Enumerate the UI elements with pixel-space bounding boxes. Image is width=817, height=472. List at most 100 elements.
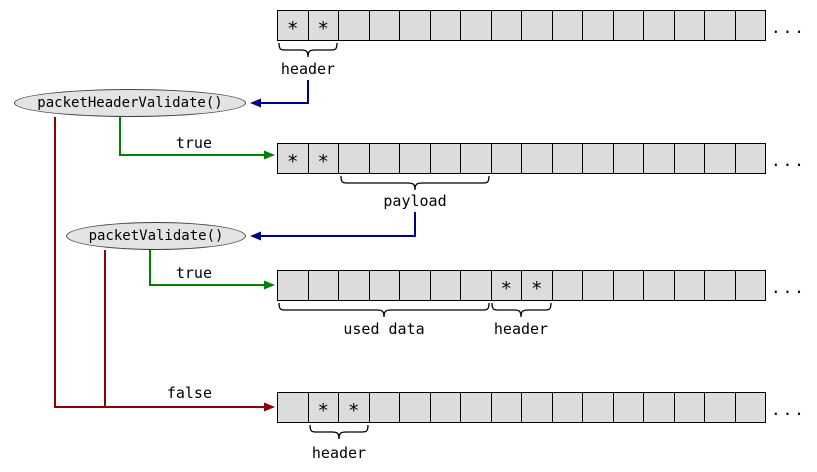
label-true-2: true (175, 264, 212, 282)
byte-cell (490, 392, 522, 423)
byte-cell (429, 392, 461, 423)
byte-cell (429, 143, 461, 174)
byte-cell (368, 143, 400, 174)
edge-false-to-array4 (54, 117, 275, 412)
node-label: packetValidate() (88, 228, 224, 244)
arrowhead-right-icon (264, 150, 275, 160)
brace-used-data-array3 (278, 302, 490, 318)
byte-cell (429, 270, 461, 301)
node-packetHeaderValidate: packetHeaderValidate() (14, 89, 246, 117)
byte-cell (460, 10, 492, 41)
node-packetValidate: packetValidate() (66, 222, 246, 250)
byte-cell (490, 10, 522, 41)
byte-cell (551, 270, 583, 301)
byte-cell (612, 10, 644, 41)
byte-cell: * (490, 270, 522, 301)
byte-cell (490, 143, 522, 174)
label-used-data: used data (343, 320, 425, 338)
label-true-1: true (175, 134, 212, 152)
byte-array-1: ** (277, 10, 766, 41)
edge-payload-to-packetValidate (250, 212, 416, 241)
byte-cell (673, 270, 705, 301)
byte-cell: * (521, 270, 553, 301)
brace-header-array1 (278, 42, 338, 58)
byte-cell (429, 10, 461, 41)
byte-cell (734, 270, 766, 301)
edge-header1-to-packetHeaderValidate (250, 80, 309, 108)
byte-cell (521, 392, 553, 423)
byte-array-2: ** (277, 143, 766, 174)
label-header-array4: header (311, 444, 367, 462)
byte-cell (643, 143, 675, 174)
byte-cell (704, 392, 736, 423)
byte-cell: * (307, 10, 339, 41)
byte-cell (734, 10, 766, 41)
byte-cell (521, 143, 553, 174)
arrowhead-right-icon (264, 402, 275, 412)
byte-cell (521, 10, 553, 41)
label-header-array3: header (493, 320, 549, 338)
ellipsis: ... (771, 400, 806, 419)
edge-line (261, 80, 309, 104)
byte-cell (582, 270, 614, 301)
ellipsis: ... (771, 151, 806, 170)
byte-cell (338, 10, 370, 41)
ellipsis: ... (771, 18, 806, 37)
byte-cell (338, 143, 370, 174)
node-label: packetHeaderValidate() (37, 95, 223, 111)
edge-line (54, 117, 264, 408)
byte-cell (673, 392, 705, 423)
byte-cell: * (307, 143, 339, 174)
byte-cell: * (277, 10, 309, 41)
byte-cell (368, 270, 400, 301)
edge-line (261, 212, 416, 237)
arrowhead-left-icon (250, 98, 261, 108)
ellipsis: ... (771, 278, 806, 297)
byte-cell (612, 143, 644, 174)
byte-cell: * (307, 392, 339, 423)
byte-cell (368, 10, 400, 41)
byte-cell (399, 270, 431, 301)
byte-cell (460, 143, 492, 174)
edge-packetValidate-true-to-array3 (149, 250, 275, 290)
byte-cell (551, 392, 583, 423)
byte-cell (368, 392, 400, 423)
byte-cell (704, 10, 736, 41)
byte-cell (673, 10, 705, 41)
byte-cell (582, 143, 614, 174)
byte-cell (704, 143, 736, 174)
byte-cell (673, 143, 705, 174)
byte-cell (704, 270, 736, 301)
byte-cell (643, 270, 675, 301)
brace-header-array3 (491, 302, 552, 318)
byte-cell: * (277, 143, 309, 174)
byte-cell (277, 270, 309, 301)
byte-cell (307, 270, 339, 301)
brace-header-array4 (309, 424, 369, 440)
byte-cell (460, 392, 492, 423)
arrowhead-right-icon (264, 280, 275, 290)
byte-cell (612, 270, 644, 301)
label-header-array1: header (280, 60, 336, 78)
byte-cell (399, 392, 431, 423)
byte-cell (643, 392, 675, 423)
arrowhead-left-icon (250, 231, 261, 241)
label-payload: payload (383, 192, 447, 210)
byte-cell: * (338, 392, 370, 423)
byte-array-4: ** (277, 392, 766, 423)
byte-cell (734, 143, 766, 174)
byte-cell (582, 392, 614, 423)
byte-cell (643, 10, 675, 41)
byte-cell (612, 392, 644, 423)
byte-cell (551, 143, 583, 174)
label-false: false (166, 384, 212, 402)
byte-cell (277, 392, 309, 423)
brace-payload-array2 (340, 175, 490, 191)
byte-cell (551, 10, 583, 41)
byte-cell (734, 392, 766, 423)
byte-cell (338, 270, 370, 301)
byte-cell (399, 143, 431, 174)
byte-array-3: ** (277, 270, 766, 301)
byte-cell (582, 10, 614, 41)
